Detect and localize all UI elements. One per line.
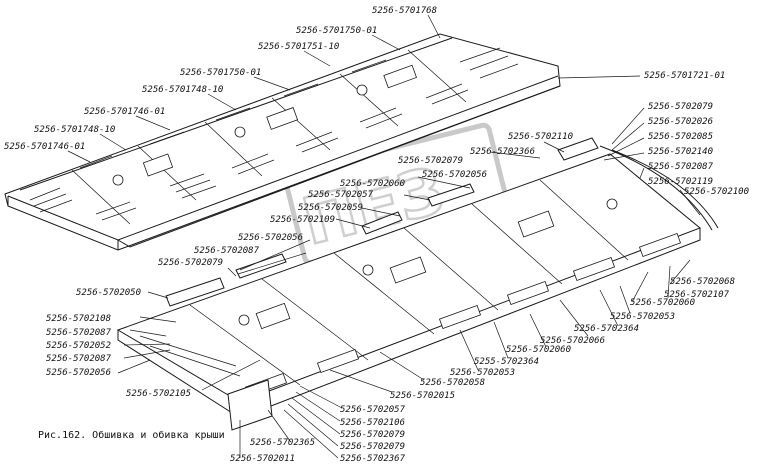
part-label: 5256-5702066 (540, 336, 605, 346)
part-label: 5256-5702058 (420, 378, 485, 388)
part-label: 5256-5702056 (46, 368, 111, 378)
part-label: 5256-5701721-01 (644, 71, 725, 81)
part-label: 5256-5702015 (390, 391, 455, 401)
part-label: 5256-5701746-01 (84, 107, 165, 117)
part-label: 5256-5702079 (340, 430, 405, 440)
part-label: 5256-5702087 (648, 162, 714, 172)
part-label: 5256-5702364 (574, 324, 639, 334)
part-label: 5256-5702100 (684, 187, 749, 197)
part-label: 5256-5701751-10 (258, 42, 339, 52)
part-label: 5256-5702105 (126, 389, 191, 399)
part-label: 5256-5702106 (340, 418, 405, 428)
part-label: 5256-5701746-01 (4, 142, 85, 152)
part-label: 5256-5702052 (46, 341, 111, 351)
part-label: 5256-5702107 (664, 290, 730, 300)
part-label: 5256-5702057 (340, 405, 406, 415)
part-label: 5256-5702026 (648, 117, 713, 127)
part-label: 5256-5702110 (508, 132, 573, 142)
part-label: 5256-5702079 (398, 156, 463, 166)
part-label: 5256-5702079 (340, 442, 405, 452)
part-label: 5256-5702109 (270, 215, 335, 225)
part-label: 5256-5701748-10 (34, 125, 115, 135)
part-label: 5256-5702056 (422, 170, 487, 180)
part-label: 5256-5702053 (610, 312, 675, 322)
part-label: 5256-5702087 (46, 328, 112, 338)
outer-roof-skin (4, 33, 561, 251)
part-label: 5256-5702140 (648, 147, 713, 157)
part-label: 5256-5701748-10 (142, 85, 223, 95)
part-label: 5256-5702079 (648, 102, 713, 112)
part-label: 5256-5702053 (450, 368, 515, 378)
part-label: 5256-5702059 (298, 203, 363, 213)
part-label: 5256-5702108 (46, 314, 111, 324)
part-label: 5256-5702011 (230, 454, 295, 464)
part-label: 5256-5702365 (250, 438, 315, 448)
part-label: 5256-5702060 (630, 298, 695, 308)
inner-roof-trim (116, 137, 719, 431)
part-label: 5256-5702119 (648, 177, 713, 187)
part-label: 5256-5701750-01 (180, 68, 261, 78)
part-label: 5256-5702057 (308, 190, 374, 200)
part-label: 5256-5702056 (238, 233, 303, 243)
part-label: 5255-5702364 (474, 357, 539, 367)
part-label: 5256-5702087 (194, 246, 260, 256)
part-label: 5256-5702060 (506, 345, 571, 355)
part-label: 5256-5701768 (372, 6, 437, 16)
part-labels: 5256-5701768 5256-5701750-01 5256-570175… (4, 6, 749, 464)
part-label: 5256-5702079 (158, 258, 223, 268)
part-label: 5256-5702050 (76, 288, 141, 298)
part-label: 5256-5702068 (670, 277, 735, 287)
part-label: 5256-5702087 (46, 354, 112, 364)
part-label: 5256-5702366 (470, 147, 535, 157)
figure-caption: Рис.162. Обшивка и обивка крыши (38, 429, 225, 441)
part-label: 5256-5701750-01 (296, 26, 377, 36)
part-label: 5256-5702367 (340, 454, 406, 464)
part-label: 5256-5702060 (340, 179, 405, 189)
leader-lines (67, 14, 701, 459)
part-label: 5256-5702085 (648, 132, 713, 142)
